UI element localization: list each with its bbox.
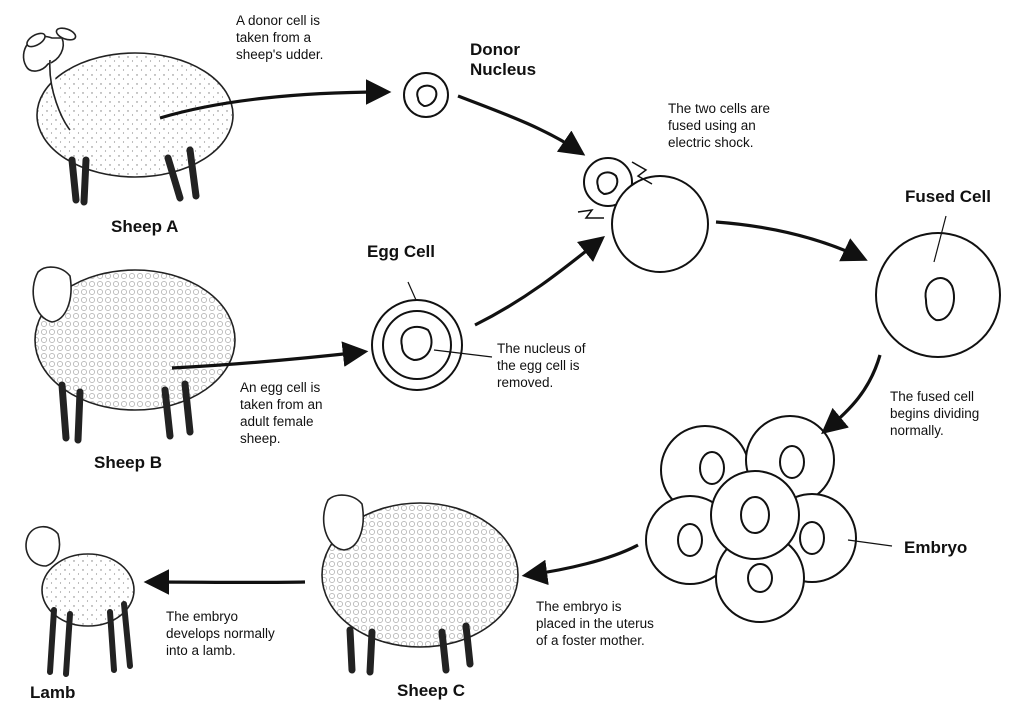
arrow-egg-to-fusion bbox=[475, 240, 600, 325]
note-develops: The embryo develops normally into a lamb… bbox=[166, 608, 275, 659]
label-sheep-a: Sheep A bbox=[111, 217, 178, 237]
note-donor: A donor cell is taken from a sheep's udd… bbox=[236, 12, 323, 63]
sheep-a-illustration bbox=[24, 26, 233, 202]
note-egg-nucleus: The nucleus of the egg cell is removed. bbox=[497, 340, 586, 391]
label-lamb: Lamb bbox=[30, 683, 75, 703]
note-dividing: The fused cell begins dividing normally. bbox=[890, 388, 979, 439]
label-fused-cell: Fused Cell bbox=[905, 187, 991, 207]
label-sheep-c: Sheep C bbox=[397, 681, 465, 701]
label-donor-nucleus: Donor Nucleus bbox=[470, 40, 536, 80]
note-uterus: The embryo is placed in the uterus of a … bbox=[536, 598, 654, 649]
arrow-fused-to-embryo bbox=[826, 355, 880, 430]
arrow-embryo-to-sheep-c bbox=[528, 545, 638, 575]
embryo-cluster bbox=[646, 416, 892, 622]
arrow-donor-to-fusion bbox=[458, 96, 580, 152]
label-embryo: Embryo bbox=[904, 538, 967, 558]
label-egg-cell: Egg Cell bbox=[367, 242, 435, 262]
arrow-fusion-to-fused bbox=[716, 222, 862, 258]
note-fuse: The two cells are fused using an electri… bbox=[668, 100, 770, 151]
fused-cell bbox=[876, 216, 1000, 357]
sheep-b-illustration bbox=[33, 267, 235, 440]
lamb-illustration bbox=[26, 527, 134, 674]
electric-spark bbox=[578, 210, 604, 218]
sheep-c-illustration bbox=[322, 495, 518, 672]
note-egg-taken: An egg cell is taken from an adult femal… bbox=[240, 379, 323, 447]
donor-cell bbox=[404, 73, 448, 117]
egg-cell bbox=[372, 282, 492, 390]
fusion-cells bbox=[578, 158, 708, 272]
label-sheep-b: Sheep B bbox=[94, 453, 162, 473]
